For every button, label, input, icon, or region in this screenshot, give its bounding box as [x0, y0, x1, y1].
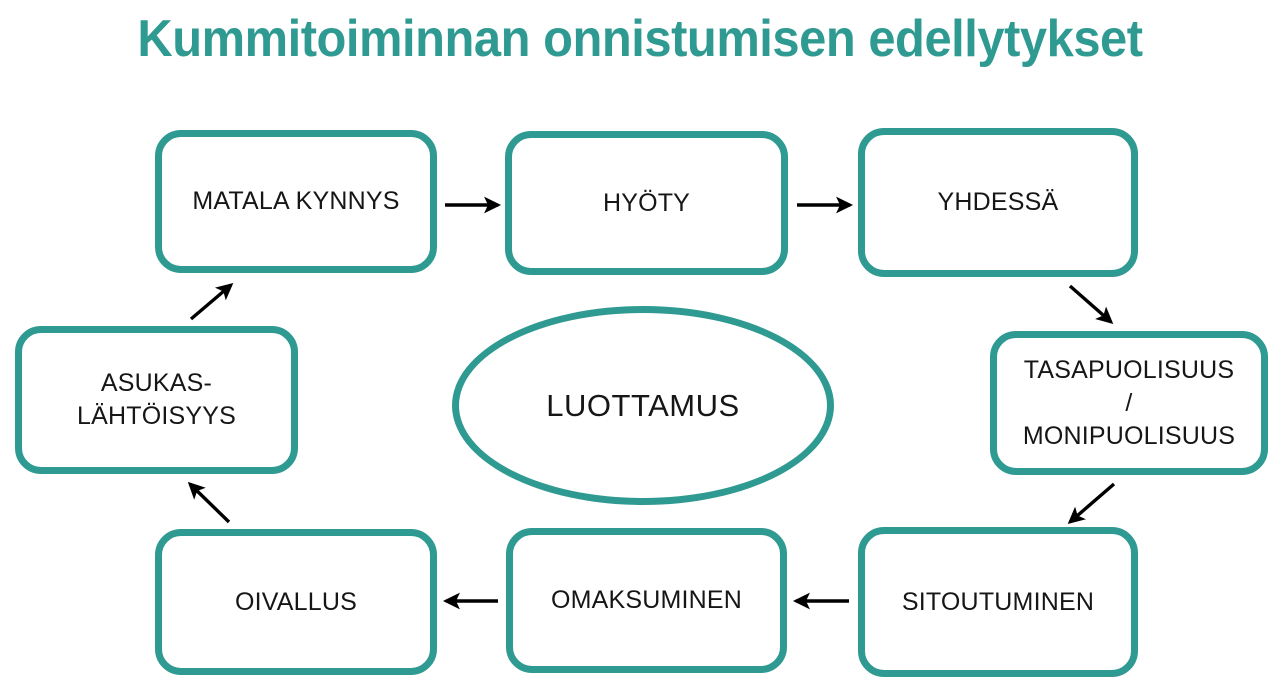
node-yhdessa[interactable]: YHDESSÄ — [858, 128, 1138, 277]
page-title: Kummitoiminnan onnistumisen edellytykset — [137, 10, 1143, 68]
node-luottamus[interactable]: LUOTTAMUS — [452, 306, 834, 505]
arrow-yhdessa-to-tasa — [1068, 284, 1114, 325]
arrow-asukas-to-matala — [189, 283, 234, 321]
node-matala-kynnys[interactable]: MATALA KYNNYS — [155, 130, 437, 273]
node-tasapuolisuus[interactable]: TASAPUOLISUUS / MONIPUOLISUUS — [990, 331, 1268, 475]
node-oivallus[interactable]: OIVALLUS — [155, 529, 437, 675]
node-hyoty[interactable]: HYÖTY — [505, 131, 788, 275]
node-sitoutuminen[interactable]: SITOUTUMINEN — [858, 527, 1138, 677]
arrow-oivallus-to-asukas — [187, 481, 231, 524]
node-asukaslahtoisyys[interactable]: ASUKAS- LÄHTÖISYYS — [15, 326, 298, 474]
arrow-tasa-to-sitoutuminen — [1067, 482, 1116, 525]
node-omaksuminen[interactable]: OMAKSUMINEN — [506, 528, 787, 673]
